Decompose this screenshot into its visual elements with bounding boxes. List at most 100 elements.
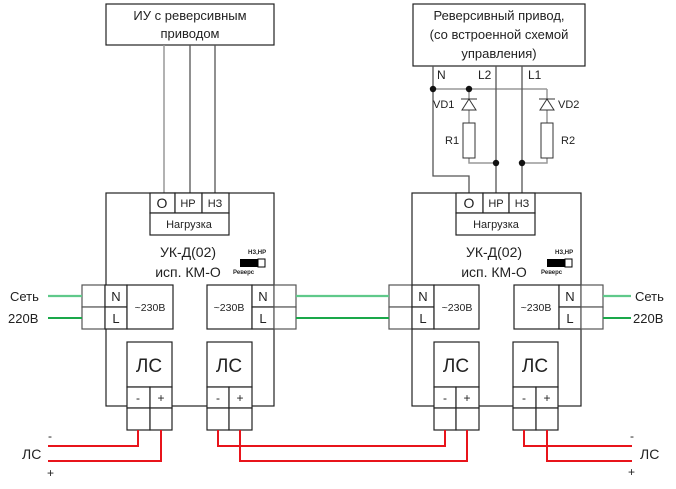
- ls-right-minus-screw: [206, 407, 230, 431]
- ls-bus-left-plus-wire: [48, 430, 162, 462]
- resistor-r1: R1: [445, 122, 476, 159]
- ls-right-label: ЛС: [522, 356, 548, 377]
- controller-model: УК-Д(02): [160, 244, 216, 260]
- resistor-r2-label: R2: [561, 135, 575, 147]
- power-right-l-label: L: [259, 311, 266, 326]
- switch-bottom-label: Реверс: [233, 270, 255, 276]
- dip-switch-slot: [257, 258, 266, 268]
- power-left-voltage: ~230В: [135, 302, 166, 314]
- power-right-outer-l: [273, 306, 297, 330]
- load-label: Нагрузка: [473, 219, 520, 231]
- wire-n-drive: [432, 66, 470, 193]
- power-right-n-label: N: [258, 289, 267, 304]
- diode-vd2: VD2: [539, 98, 579, 111]
- ls-left-label: ЛС: [136, 356, 162, 377]
- power-left-n-label: N: [418, 289, 427, 304]
- ls-left-minus-screw: [126, 407, 151, 431]
- switch-top-label: НЗ,НР: [555, 250, 573, 256]
- load-block: [455, 212, 536, 236]
- load-block: [149, 212, 230, 236]
- power-right-outer-l: [580, 306, 604, 330]
- junction-dot: [465, 85, 473, 93]
- terminal-nr-label: НР: [180, 198, 195, 210]
- power-left-voltage-box: [433, 284, 480, 330]
- terminal-nr-label: НР: [488, 198, 503, 210]
- wire-r2-l1: [522, 158, 548, 164]
- diode-vd1-label: VD1: [433, 99, 454, 111]
- actuator-label-line1: ИУ с реверсивным: [133, 8, 246, 23]
- controller-model: УК-Д(02): [466, 244, 522, 260]
- dip-switch-lever[interactable]: [547, 259, 565, 267]
- power-left-l-label: L: [112, 311, 119, 326]
- ls-bus-left-plus: +: [47, 466, 54, 480]
- power-left-n-label: N: [111, 289, 120, 304]
- diode-vd2-label: VD2: [558, 99, 579, 111]
- ls-bus-left-minus-wire: [48, 430, 139, 447]
- ls-left-minus-screw: [433, 407, 457, 431]
- ls-bus-right-minus: -: [630, 429, 634, 443]
- terminal-o-label: О: [157, 195, 168, 211]
- ls-bus-right-minus-wire: [523, 430, 632, 447]
- drive-label-line1: Реверсивный привод,: [433, 8, 564, 23]
- ls-right-minus-label: -: [522, 391, 526, 405]
- ls-left-block: [126, 341, 173, 388]
- dip-switch-lever[interactable]: [240, 259, 258, 267]
- actuator-label-line2: приводом: [161, 26, 220, 41]
- ls-left-plus-screw: [149, 407, 173, 431]
- resistor-r2: R2: [540, 122, 575, 159]
- mains-left-label-line1: Сеть: [10, 289, 39, 304]
- power-right-voltage: ~230В: [214, 302, 245, 314]
- power-right-outer-n: [273, 284, 297, 308]
- mains-left-label-line2: 220В: [8, 311, 38, 326]
- ls-right-plus-label: +: [543, 391, 550, 405]
- switch-bottom-label: Реверс: [541, 270, 563, 276]
- junction-dot: [429, 85, 437, 93]
- actuator-box: [105, 3, 275, 46]
- controller-version: исп. КМ-О: [155, 264, 221, 280]
- ls-bus-left-label: ЛС: [22, 446, 41, 462]
- mains-right-label-line1: Сеть: [635, 289, 664, 304]
- power-right-voltage-box: [513, 284, 560, 330]
- terminal-nz-label: НЗ: [208, 198, 223, 210]
- drive-label-line3: управления): [461, 46, 536, 61]
- junction-dot: [492, 159, 500, 167]
- ls-left-plus-screw: [455, 407, 480, 431]
- ls-left-label: ЛС: [443, 356, 469, 377]
- power-right-voltage: ~230В: [521, 302, 552, 314]
- drive-terminal-l1: L1: [528, 68, 542, 82]
- ls-right-block: [512, 341, 559, 388]
- ls-right-plus-label: +: [236, 391, 243, 405]
- ls-left-minus-label: -: [443, 391, 447, 405]
- load-label: Нагрузка: [166, 219, 213, 231]
- power-right-l-label: L: [566, 311, 573, 326]
- wire-r1-l2: [468, 158, 496, 164]
- mains-right-label-line2: 220В: [633, 311, 663, 326]
- power-left-outer-n: [388, 284, 413, 308]
- reversible-drive-device: Реверсивный привод, (со встроенной схемо…: [412, 3, 586, 82]
- ls-left-minus-label: -: [136, 391, 140, 405]
- drive-terminal-l2: L2: [478, 68, 492, 82]
- ls-right-plus-screw: [228, 407, 253, 431]
- diode-vd1: VD1: [433, 98, 477, 111]
- ls-left-plus-label: +: [463, 391, 470, 405]
- ls-right-label: ЛС: [216, 356, 242, 377]
- ls-bus-left-minus: -: [48, 429, 52, 443]
- ls-right-minus-label: -: [216, 391, 220, 405]
- junction-dot: [518, 159, 526, 167]
- power-left-l-label: L: [419, 311, 426, 326]
- resistor-r1-label: R1: [445, 135, 459, 147]
- dip-switch-slot: [564, 258, 573, 268]
- ls-right-minus-screw: [512, 407, 537, 431]
- ls-left-block: [433, 341, 480, 388]
- ls-bus-right-plus-wire: [546, 430, 632, 462]
- power-left-outer-l: [388, 306, 413, 330]
- power-right-voltage-box: [206, 284, 253, 330]
- power-left-voltage: ~230В: [442, 302, 473, 314]
- power-left-outer-n: [81, 284, 106, 308]
- controller-1: О НР НЗ Нагрузка УК-Д(02) исп. КМ-О НЗ,Н…: [81, 192, 297, 431]
- drive-label-line2: (со встроенной схемой: [430, 27, 569, 42]
- ls-bus-right-label: ЛС: [640, 446, 659, 462]
- power-right-n-label: N: [565, 289, 574, 304]
- ls-bus-link-minus-wire: [217, 430, 446, 447]
